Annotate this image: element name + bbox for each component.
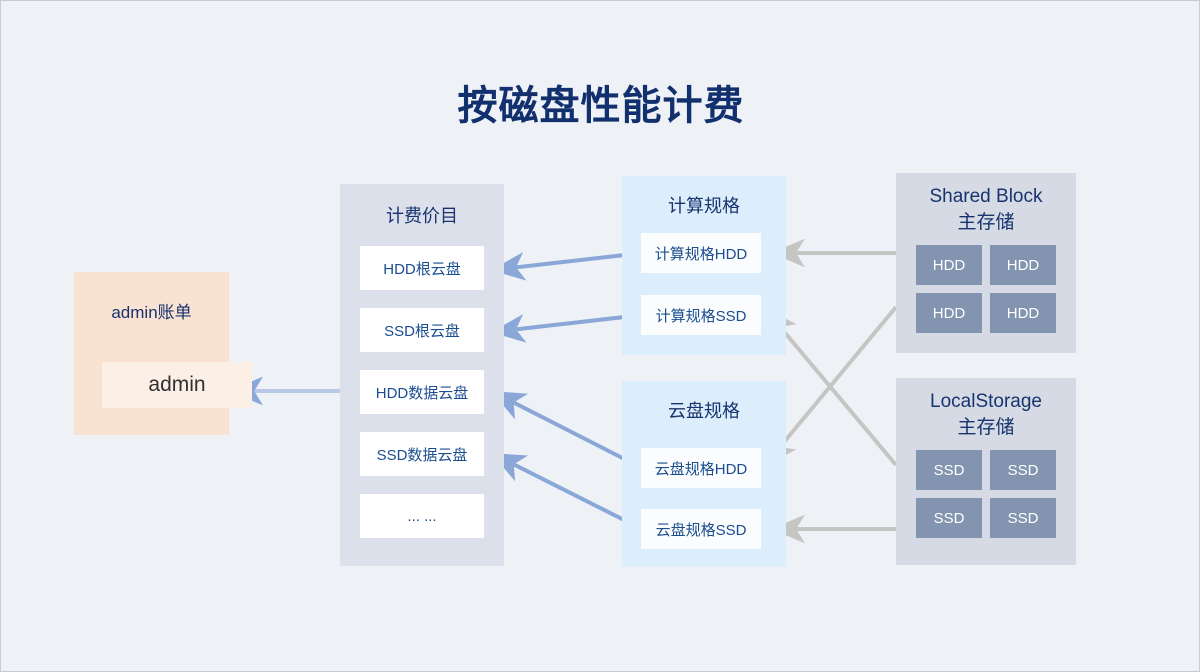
shared-block-title-line1: Shared Block xyxy=(929,186,1043,207)
billing-item-hdd-root[interactable]: HDD根云盘 xyxy=(360,246,484,290)
disk-box[interactable]: SSD xyxy=(916,498,982,538)
compute-spec-item-ssd[interactable]: 计算规格SSD xyxy=(641,295,761,335)
disk-spec-item-hdd[interactable]: 云盘规格HDD xyxy=(641,448,761,488)
local-storage-title-line2: 主存储 xyxy=(957,417,1015,438)
connector-disk-ssd-to-ssd-data xyxy=(491,452,643,531)
disk-spec-item-ssd[interactable]: 云盘规格SSD xyxy=(641,509,761,549)
disk-box[interactable]: HDD xyxy=(916,293,982,333)
connector-compute-ssd-to-ssd-root xyxy=(491,313,643,343)
disk-spec-panel-title: 云盘规格 xyxy=(668,401,740,421)
billing-item-more[interactable]: ... ... xyxy=(360,494,484,538)
billing-item-ssd-root[interactable]: SSD根云盘 xyxy=(360,308,484,352)
connector-disk-hdd-to-hdd-data xyxy=(491,390,643,470)
local-storage-disk-grid: SSD SSD SSD SSD xyxy=(916,450,1056,538)
compute-spec-panel-title: 计算规格 xyxy=(668,196,740,216)
compute-spec-panel: 计算规格 计算规格HDD 计算规格SSD xyxy=(622,176,786,355)
compute-spec-item-hdd[interactable]: 计算规格HDD xyxy=(641,233,761,273)
local-storage-panel: LocalStorage 主存储 SSD SSD SSD SSD xyxy=(896,378,1076,565)
page-title: 按磁盘性能计费 xyxy=(457,84,745,128)
disk-box[interactable]: HDD xyxy=(916,245,982,285)
shared-block-storage-panel: Shared Block 主存储 HDD HDD HDD HDD xyxy=(896,173,1076,353)
disk-box[interactable]: SSD xyxy=(990,498,1056,538)
local-storage-title-line1: LocalStorage xyxy=(930,391,1042,412)
disk-spec-panel: 云盘规格 云盘规格HDD 云盘规格SSD xyxy=(622,381,786,567)
billing-item-ssd-data[interactable]: SSD数据云盘 xyxy=(360,432,484,476)
admin-account-panel: admin账单 admin xyxy=(74,272,252,435)
admin-panel-title: admin账单 xyxy=(111,303,192,322)
connector-compute-hdd-to-hdd-root xyxy=(491,251,643,281)
disk-box[interactable]: SSD xyxy=(916,450,982,490)
billing-panel-title: 计费价目 xyxy=(386,206,458,226)
billing-price-panel: 计费价目 HDD根云盘 SSD根云盘 HDD数据云盘 SSD数据云盘 ... .… xyxy=(340,184,504,566)
disk-box[interactable]: HDD xyxy=(990,245,1056,285)
admin-account-box[interactable]: admin xyxy=(102,362,252,408)
disk-box[interactable]: HDD xyxy=(990,293,1056,333)
disk-box[interactable]: SSD xyxy=(990,450,1056,490)
billing-item-hdd-data[interactable]: HDD数据云盘 xyxy=(360,370,484,414)
shared-block-disk-grid: HDD HDD HDD HDD xyxy=(916,245,1056,333)
shared-block-title-line2: 主存储 xyxy=(957,212,1015,233)
